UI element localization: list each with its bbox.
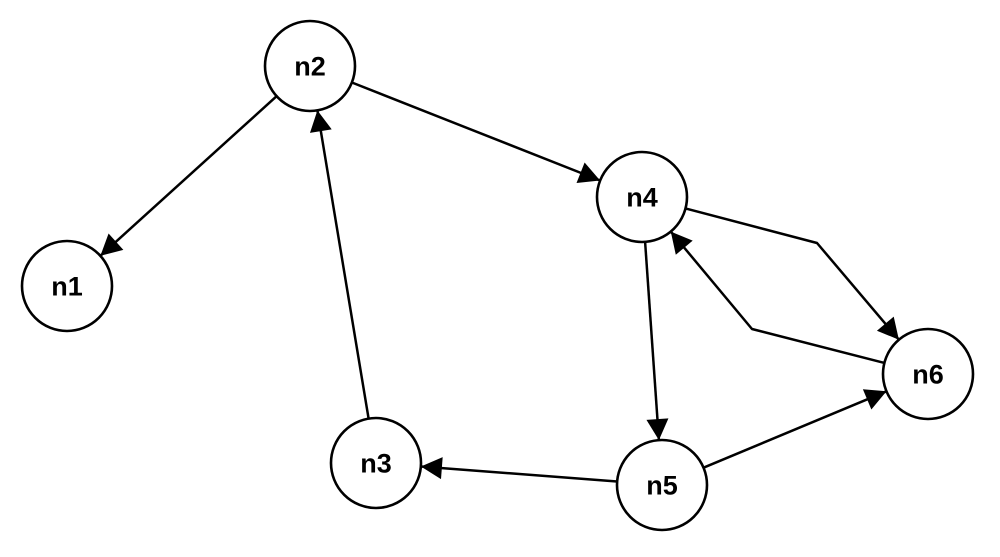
- edge-n5-n3: [420, 457, 618, 483]
- node-n1: [20, 239, 114, 333]
- edge-n2-n4: [351, 81, 601, 184]
- node-n5: [615, 438, 709, 532]
- node-label-n5: n5: [646, 471, 678, 501]
- edge-n5-n6: [703, 389, 887, 469]
- edge-n6-n4: [669, 230, 885, 365]
- node-n4: [595, 150, 689, 244]
- node-n6: [881, 327, 975, 421]
- node-label-n6: n6: [912, 360, 944, 390]
- node-label-n2: n2: [294, 52, 326, 82]
- node-label-n3: n3: [360, 449, 392, 479]
- node-label-n4: n4: [626, 183, 658, 213]
- edge-n3-n2: [309, 110, 370, 419]
- node-n2: [263, 19, 357, 113]
- node-n3: [329, 416, 423, 510]
- edge-n4-n5: [643, 241, 669, 441]
- edge-n4-n6: [685, 207, 900, 341]
- node-label-n1: n1: [51, 272, 83, 302]
- edge-n2-n1: [99, 95, 278, 257]
